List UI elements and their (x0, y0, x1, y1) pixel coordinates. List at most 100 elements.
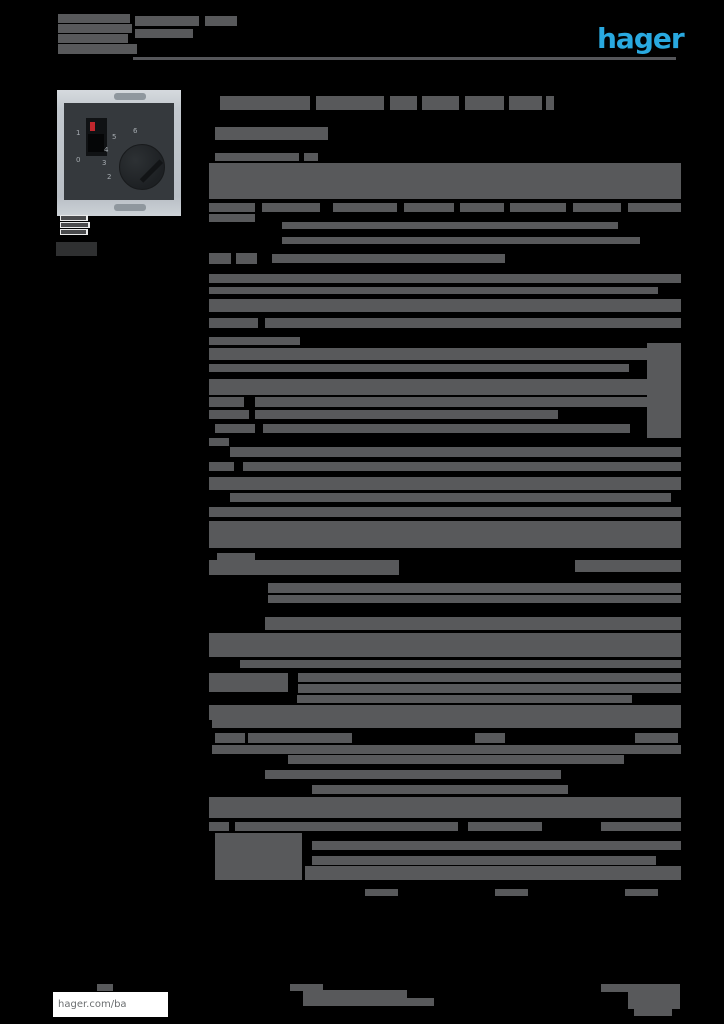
footer-text-bar (290, 984, 323, 991)
body-text-bar (209, 633, 681, 657)
body-text-bar (575, 560, 681, 572)
body-text-bar (282, 237, 640, 244)
position-label: 4 (104, 146, 109, 154)
footer-text-bar (303, 990, 407, 1006)
position-label: 1 (76, 129, 81, 137)
title-text-bar (509, 96, 542, 110)
body-text-bar (265, 617, 681, 630)
power-indicator-icon (90, 122, 95, 131)
switch-faceplate (64, 103, 174, 200)
hager-logo: hager (597, 22, 685, 55)
body-text-bar (282, 222, 618, 229)
body-text-bar (209, 438, 229, 446)
body-text-bar (215, 424, 255, 433)
rotary-knob (119, 144, 165, 190)
body-text-bar (230, 493, 671, 502)
footer-text-bar (97, 984, 113, 991)
label-strip-text (61, 223, 88, 227)
body-text-bar (298, 684, 681, 693)
body-text-bar (288, 755, 624, 764)
body-text-bar (625, 889, 658, 896)
body-text-bar (404, 203, 454, 212)
body-text-bar (209, 673, 288, 692)
footer-link-box[interactable]: hager.com/ba (53, 992, 168, 1017)
body-text-bar (333, 203, 397, 212)
header-text-bar (135, 16, 199, 26)
header-text-bar (58, 24, 132, 33)
body-text-bar (209, 410, 249, 419)
body-text-bar (209, 521, 681, 548)
body-text-bar (235, 822, 458, 831)
header-text-bar (58, 44, 137, 54)
label-strip-text (61, 216, 86, 220)
header-text-bar (135, 29, 193, 38)
body-text-bar (312, 841, 681, 850)
knob-pointer (139, 159, 164, 183)
body-text-bar (209, 560, 399, 575)
body-text-bar (262, 203, 320, 212)
body-text-bar (209, 274, 681, 283)
body-text-bar (272, 254, 505, 263)
body-text-bar (628, 203, 681, 212)
title-text-bar (390, 96, 417, 110)
position-label: 0 (76, 156, 81, 164)
body-text-bar (209, 364, 629, 372)
title-text-bar (316, 96, 384, 110)
title-text-bar (220, 96, 310, 110)
body-text-bar (243, 462, 681, 471)
body-text-bar (298, 673, 681, 682)
body-text-bar (635, 733, 678, 743)
body-text-bar (265, 318, 681, 328)
body-text-bar (209, 337, 300, 345)
body-text-bar (215, 733, 245, 743)
body-text-bar (217, 553, 255, 561)
body-text-bar (297, 695, 632, 703)
body-text-bar (230, 447, 681, 457)
header-text-bar (205, 16, 237, 26)
body-text-bar (212, 720, 681, 728)
footer-text-bar (628, 992, 680, 1009)
label-strip-text (61, 230, 86, 234)
body-text-bar (209, 253, 231, 264)
body-text-bar (209, 507, 681, 517)
header-divider (133, 57, 676, 60)
mounting-slot-bottom (114, 204, 146, 211)
position-label: 3 (102, 159, 107, 167)
body-text-bar (510, 203, 566, 212)
footer-text-bar (634, 1009, 672, 1016)
body-text-bar (236, 253, 257, 264)
footer-link-text[interactable]: hager.com/ba (58, 999, 127, 1010)
footer-text-bar (601, 984, 680, 992)
body-text-bar (460, 203, 504, 212)
position-label: 6 (133, 127, 138, 135)
body-text-bar (573, 203, 621, 212)
body-text-bar (209, 299, 681, 312)
body-text-bar (312, 785, 568, 794)
position-label: 2 (107, 173, 112, 181)
header-text-bar (58, 14, 130, 23)
body-text-bar (209, 822, 229, 831)
body-text-bar (209, 705, 681, 720)
body-text-bar (265, 770, 561, 779)
body-text-bar (209, 214, 255, 222)
body-text-bar (215, 833, 302, 880)
body-text-bar (255, 410, 558, 419)
body-text-bar (209, 379, 681, 395)
body-text-bar (312, 856, 656, 865)
body-text-bar (647, 343, 681, 438)
body-text-bar (468, 822, 542, 831)
body-text-bar (248, 733, 352, 743)
body-text-bar (475, 733, 505, 743)
body-text-bar (305, 866, 681, 880)
body-text-bar (365, 889, 398, 896)
label-strip (60, 229, 88, 235)
body-text-bar (304, 153, 318, 161)
body-text-bar (209, 318, 258, 328)
body-text-bar (209, 348, 681, 360)
toggle-rocker (88, 134, 104, 152)
body-text-bar (209, 163, 681, 199)
mounting-slot-top (114, 93, 146, 100)
body-text-bar (215, 153, 299, 161)
body-text-bar (263, 424, 630, 433)
